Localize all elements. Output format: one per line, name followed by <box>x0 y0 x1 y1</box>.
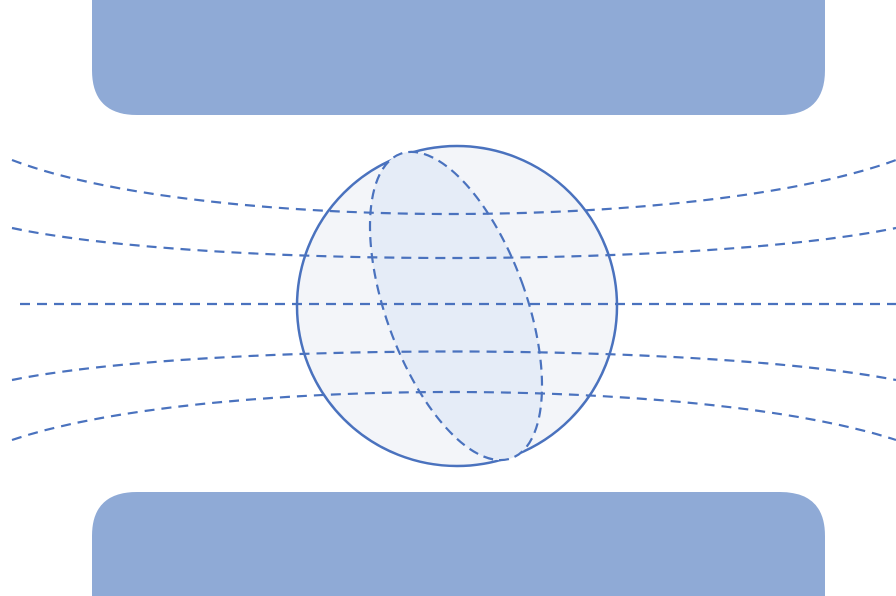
top-plate <box>92 0 825 115</box>
bottom-plate <box>92 492 825 596</box>
